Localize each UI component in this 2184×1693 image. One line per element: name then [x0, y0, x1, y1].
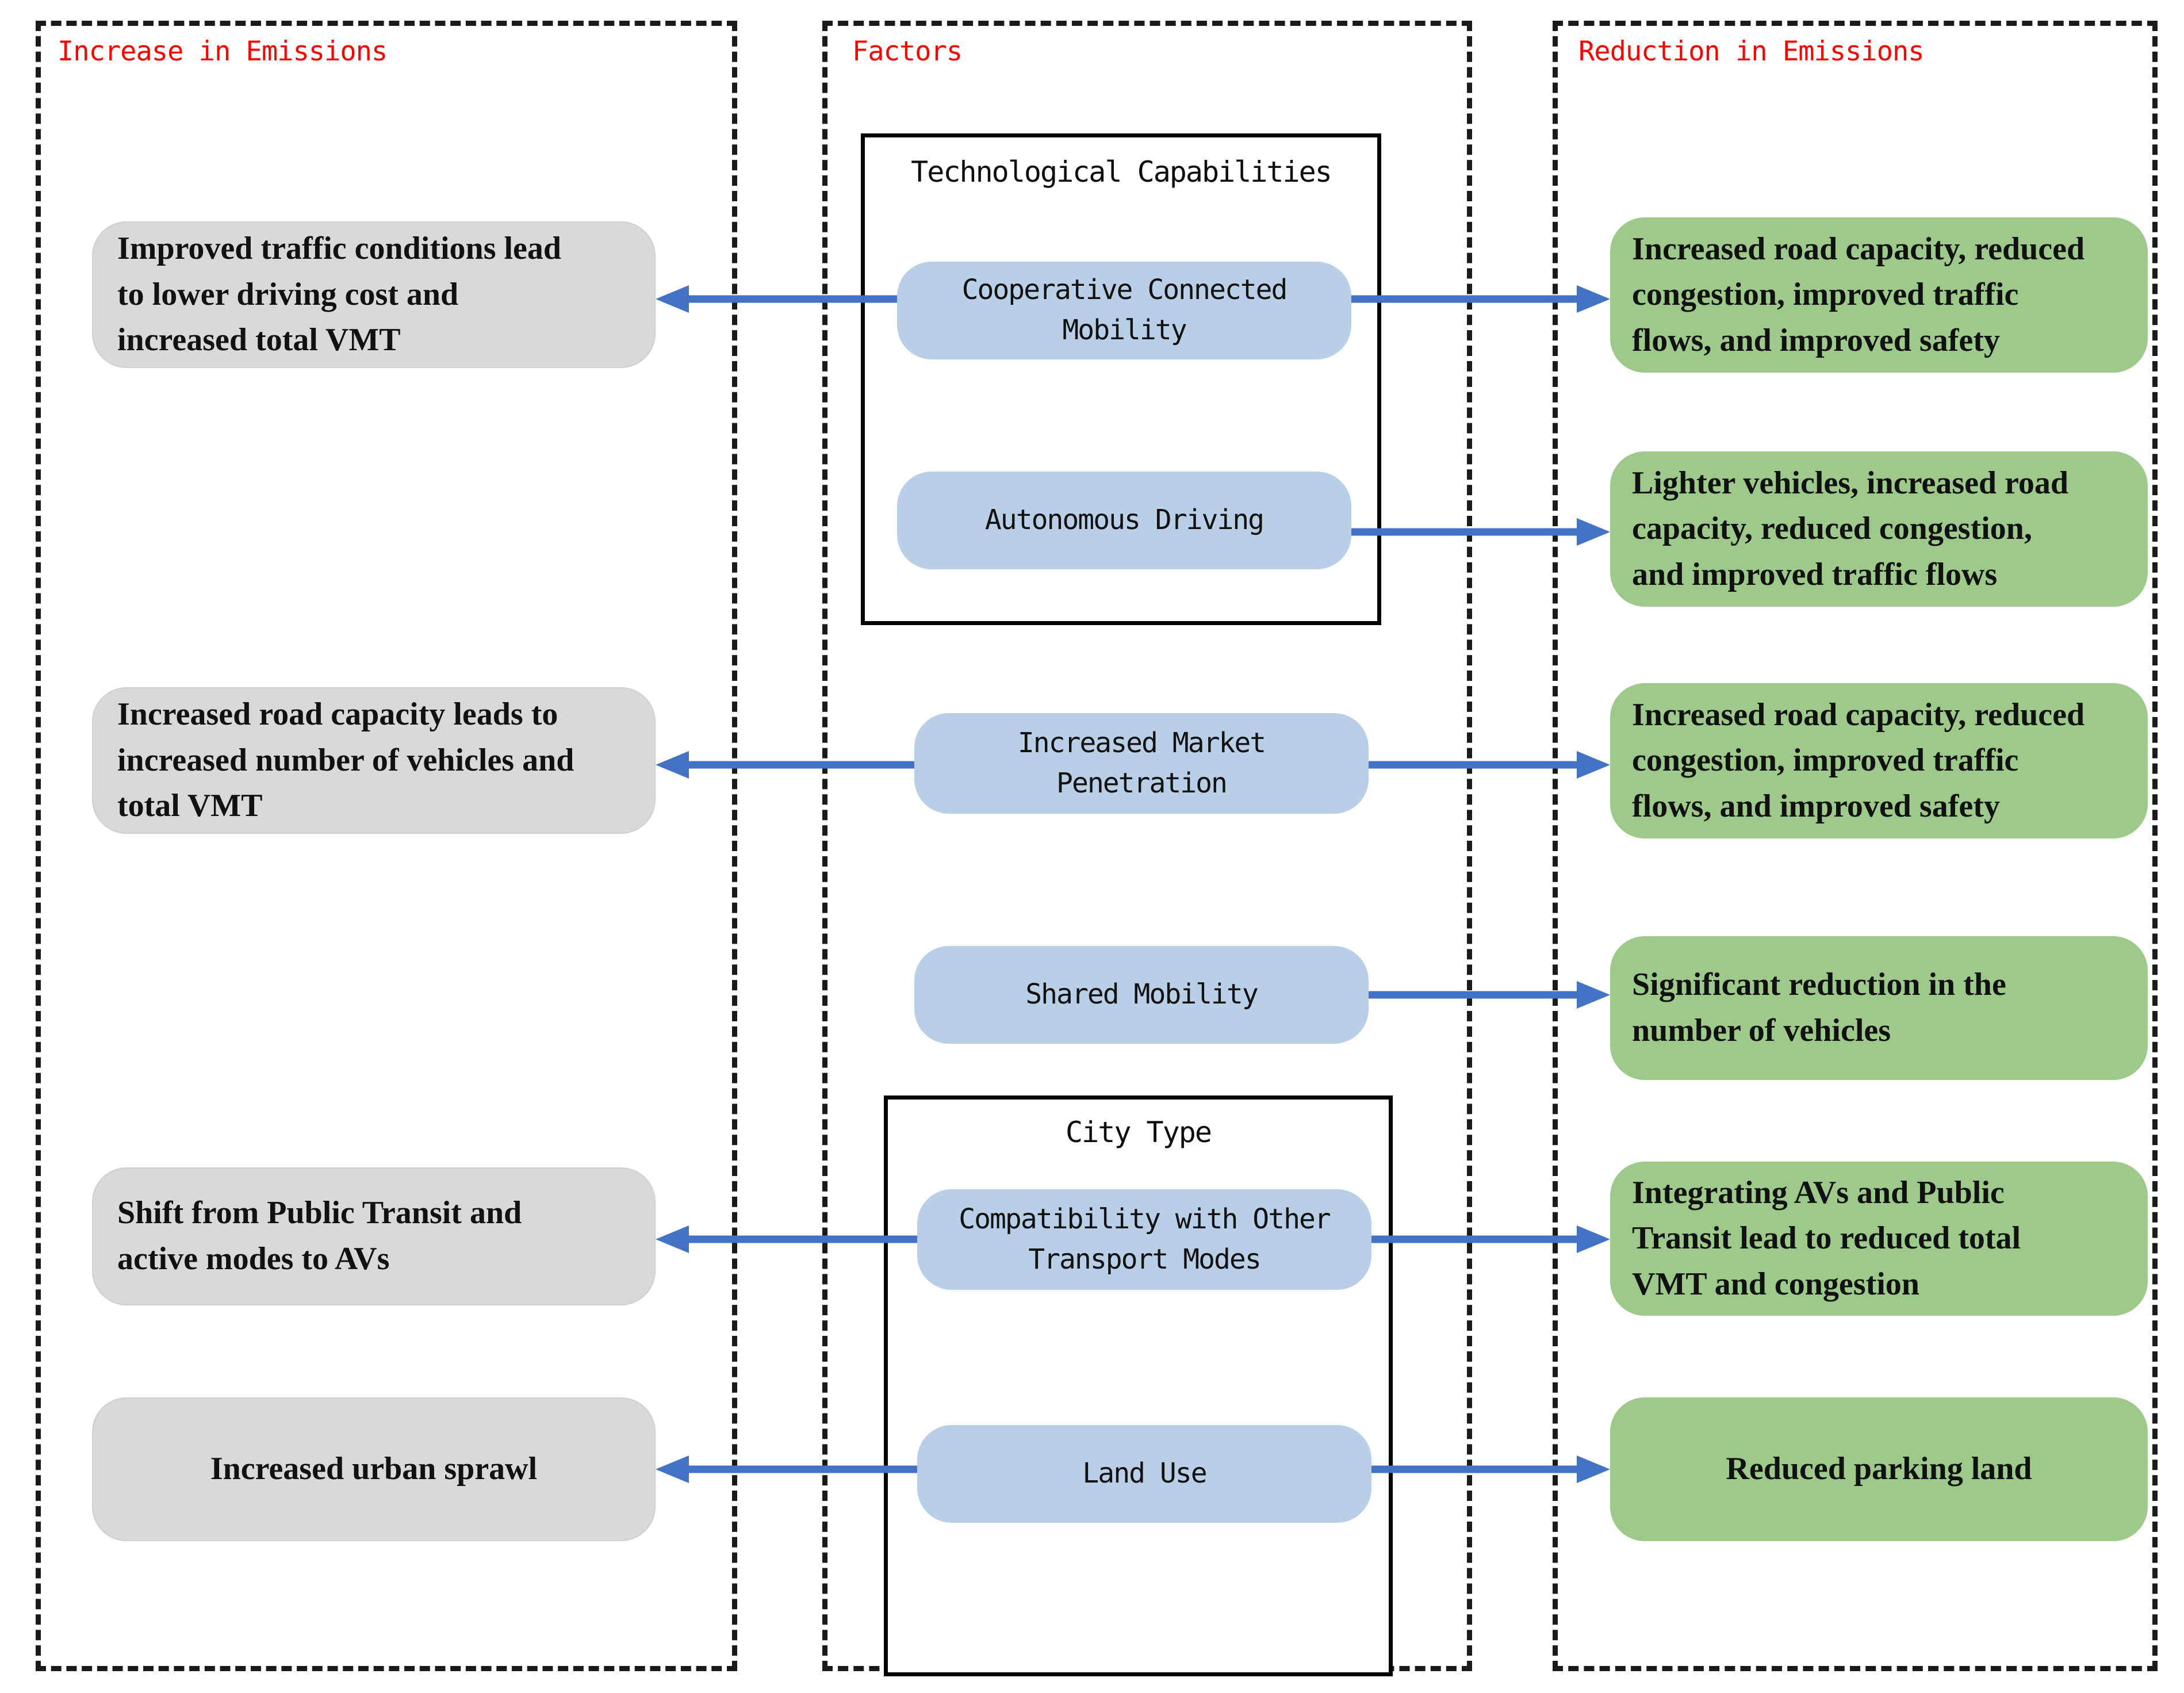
increase-box-4: Increased urban sprawl — [92, 1397, 656, 1541]
factor-box-3-label: Increased Market Penetration — [1017, 726, 1266, 799]
arrow-left-2 — [656, 751, 920, 779]
increase-box-2: Increased road capacity leads to increas… — [92, 687, 656, 834]
group-label-city-type: City Type — [1066, 1116, 1212, 1149]
reduction-box-3: Increased road capacity, reduced congest… — [1610, 683, 2148, 838]
reduction-box-1: Increased road capacity, reduced congest… — [1610, 217, 2148, 373]
arrow-right-3 — [1369, 751, 1610, 779]
factor-box-4-label: Shared Mobility — [1025, 978, 1258, 1011]
column-frame-reduction — [1553, 21, 2158, 1671]
group-box-city-type — [884, 1096, 1393, 1676]
reduction-box-6: Reduced parking land — [1610, 1397, 2148, 1541]
reduction-box-2-label: Lighter vehicles, increased road capacit… — [1632, 465, 2069, 592]
arrow-right-2 — [1351, 518, 1610, 546]
reduction-box-5: Integrating AVs and Public Transit lead … — [1610, 1162, 2148, 1316]
factor-box-5-label: Compatibility with Other Transport Modes — [959, 1202, 1331, 1276]
reduction-box-1-label: Increased road capacity, reduced congest… — [1632, 231, 2085, 358]
increase-box-4-label: Increased urban sprawl — [210, 1451, 538, 1487]
increase-box-3-label: Shift from Public Transit and active mod… — [117, 1195, 522, 1277]
column-title-factors: Factors — [852, 36, 963, 67]
arrow-right-4 — [1369, 981, 1610, 1009]
factor-box-increased-market-penetration: Increased Market Penetration — [914, 713, 1369, 814]
factor-box-autonomous-driving: Autonomous Driving — [897, 472, 1351, 569]
arrow-right-1 — [1351, 285, 1610, 313]
reduction-box-3-label: Increased road capacity, reduced congest… — [1632, 696, 2085, 824]
factor-box-2-label: Autonomous Driving — [984, 504, 1265, 537]
factor-box-compatibility-with-other-transport-modes: Compatibility with Other Transport Modes — [917, 1189, 1371, 1290]
factor-box-cooperative-connected-mobility: Cooperative Connected Mobility — [897, 262, 1351, 359]
increase-box-2-label: Increased road capacity leads to increas… — [117, 696, 574, 824]
reduction-box-6-label: Reduced parking land — [1726, 1451, 2032, 1487]
factor-box-shared-mobility: Shared Mobility — [914, 946, 1369, 1044]
factor-box-land-use: Land Use — [917, 1425, 1371, 1523]
increase-box-1: Improved traffic conditions lead to lowe… — [92, 221, 656, 368]
arrow-left-4 — [656, 1455, 932, 1483]
arrow-left-1 — [656, 285, 903, 313]
column-frame-increase — [36, 21, 737, 1671]
reduction-box-2: Lighter vehicles, increased road capacit… — [1610, 451, 2148, 607]
arrow-right-6 — [1371, 1455, 1610, 1483]
increase-box-3: Shift from Public Transit and active mod… — [92, 1167, 656, 1305]
column-title-reduction: Reduction in Emissions — [1578, 36, 1925, 67]
group-label-technological-capabilities: Technological Capabilities — [911, 155, 1332, 189]
reduction-box-5-label: Integrating AVs and Public Transit lead … — [1632, 1174, 2021, 1302]
reduction-box-4: Significant reduction in the number of v… — [1610, 936, 2148, 1080]
arrow-left-3 — [656, 1225, 932, 1253]
factor-box-1-label: Cooperative Connected Mobility — [961, 274, 1288, 346]
arrow-right-5 — [1371, 1225, 1610, 1253]
reduction-box-4-label: Significant reduction in the number of v… — [1632, 967, 2006, 1048]
column-title-increase: Increase in Emissions — [58, 36, 388, 67]
factor-box-6-label: Land Use — [1082, 1457, 1207, 1490]
increase-box-1-label: Improved traffic conditions lead to lowe… — [117, 231, 562, 358]
